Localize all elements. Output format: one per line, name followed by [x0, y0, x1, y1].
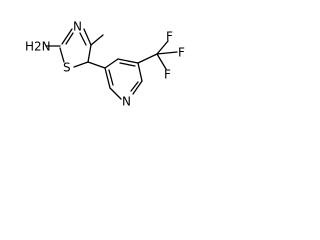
bond-py-c6-n-inner — [130, 81, 139, 92]
atom-fluorine-right: F — [178, 46, 185, 60]
bond-py-c2-c3 — [104, 67, 111, 89]
bond-py-c4-c5-inner — [119, 62, 136, 67]
bond-py-c3-c4 — [104, 58, 119, 69]
bond-c5-s1 — [73, 61, 89, 68]
bond-py-c5-c6 — [137, 62, 143, 82]
bond-c2-n3-double — [65, 32, 74, 45]
bond-py-c2-c3-inner — [108, 69, 114, 86]
atom-fluorine-top: F — [166, 30, 173, 44]
bond-c2-n3 — [61, 28, 73, 45]
atom-thiazole-nitrogen: N — [73, 20, 82, 34]
atom-amine: H2N — [25, 40, 51, 54]
bond-py-n-c2 — [109, 87, 122, 100]
atom-pyridine-nitrogen: N — [122, 95, 131, 109]
molecule-diagram: H2N S N N F F F — [0, 0, 209, 124]
bond-cf3-f-bottom — [156, 53, 167, 70]
bond-thiazole-pyridine — [87, 61, 106, 69]
bond-n3-c4-inner — [79, 32, 87, 46]
bond-c4-methyl — [90, 34, 104, 46]
structure-svg: H2N S N N F F F — [25, 20, 185, 109]
bond-c4-c5 — [87, 44, 92, 63]
atom-thiazole-sulfur: S — [63, 61, 71, 75]
bond-py-cf3 — [137, 53, 158, 64]
bond-cf3-f-right — [156, 51, 178, 55]
bond-py-c6-n — [132, 80, 143, 95]
atom-fluorine-bottom: F — [164, 68, 171, 82]
bond-n3-c4-double — [83, 28, 92, 46]
bond-py-c4-c5 — [117, 58, 139, 64]
bond-cf3-f-top — [156, 40, 169, 55]
bond-s1-c2 — [59, 47, 65, 63]
